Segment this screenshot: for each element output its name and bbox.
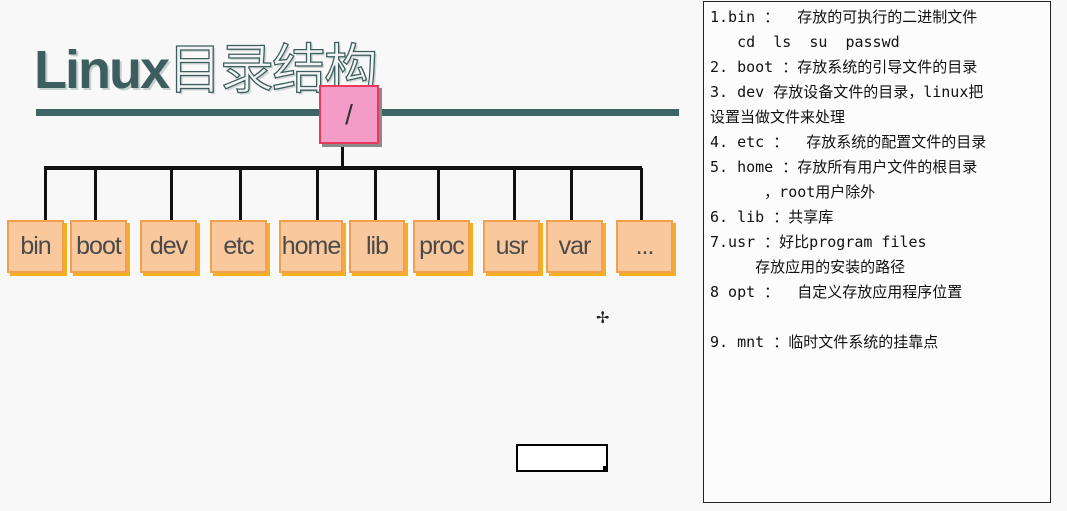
branch-line-usr	[513, 168, 516, 220]
notes-line: 4. etc ： 存放系统的配置文件的目录	[710, 133, 987, 151]
notes-line: 3. dev 存放设备文件的目录，linux把	[710, 83, 984, 101]
diagram-title: Linux目录结构	[34, 30, 379, 110]
node-bin: bin	[7, 220, 64, 273]
branch-line-var	[570, 168, 573, 220]
node-lib: lib	[349, 220, 405, 273]
move-cursor-icon: ✢	[596, 308, 610, 327]
branch-line-bin	[44, 168, 47, 220]
notes-line: 设置当做文件来处理	[710, 108, 846, 126]
node-proc: proc	[413, 220, 470, 273]
node-home: home	[279, 220, 343, 273]
empty-selection-box[interactable]	[516, 444, 608, 472]
node-dev: dev	[140, 220, 197, 273]
branch-line-proc	[437, 168, 440, 220]
tree-bus-line	[44, 166, 642, 170]
node-usr: usr	[483, 220, 540, 273]
notes-line: cd ls su passwd	[710, 33, 900, 51]
notes-line-blank: ​	[710, 305, 1050, 330]
root-connector	[341, 140, 344, 167]
branch-line-dev	[170, 168, 173, 220]
node-etc: etc	[210, 220, 267, 273]
notes-line: 7.usr ：好比program files	[710, 233, 927, 251]
node-boot: boot	[70, 220, 127, 273]
branch-line-home	[316, 168, 319, 220]
notes-line: 2. boot ：存放系统的引导文件的目录	[710, 58, 978, 76]
branch-line-boot	[94, 168, 97, 220]
branch-line-etc	[239, 168, 242, 220]
branch-line-more	[640, 168, 643, 220]
resize-handle[interactable]	[603, 466, 608, 471]
notes-line: 存放应用的安装的路径	[710, 258, 906, 276]
branch-line-lib	[374, 168, 377, 220]
notes-line: 8 opt ： 自定义存放应用程序位置	[710, 283, 963, 301]
node-var: var	[546, 220, 603, 273]
notes-line: ，root用户除外	[710, 183, 876, 201]
title-latin: Linux	[34, 40, 170, 100]
notes-line: 9. mnt ：临时文件系统的挂靠点	[710, 333, 939, 351]
node-more: ...	[616, 220, 673, 273]
notes-line: 6. lib ：共享库	[710, 208, 834, 226]
notes-line: 1.bin ： 存放的可执行的二进制文件	[710, 8, 978, 26]
root-directory-node: /	[319, 85, 379, 144]
notes-line: 5. home ：存放所有用户文件的根目录	[710, 158, 978, 176]
notes-textbox[interactable]: 1.bin ： 存放的可执行的二进制文件 cd ls su passwd 2. …	[703, 1, 1051, 503]
